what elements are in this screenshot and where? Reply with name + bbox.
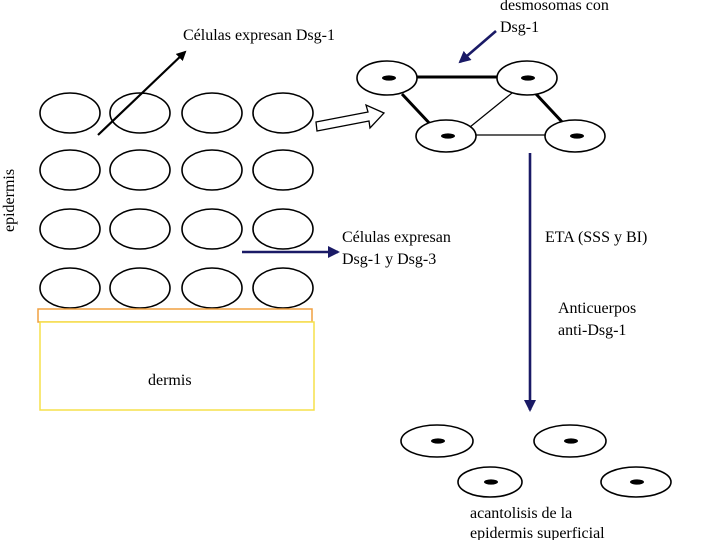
cell-nucleus (630, 479, 644, 485)
desmosome-link (469, 92, 513, 128)
cell-nucleus (484, 479, 498, 485)
cell-nucleus (570, 133, 584, 139)
epidermis-cell (181, 267, 243, 309)
epidermis-cell (181, 149, 243, 191)
acantholysis-label-line2: epidermis superficial (470, 525, 605, 540)
epidermis-cell (109, 92, 171, 134)
epidermis-cell (252, 267, 314, 309)
dsg1-expression-arrow (97, 50, 187, 136)
hollow-right-arrow (315, 103, 386, 132)
epidermis-cell (252, 149, 314, 191)
desmosome-network (356, 60, 606, 153)
cell-nucleus (521, 75, 535, 81)
basement-membrane (37, 308, 313, 323)
desmosomes-label-line2: Dsg-1 (500, 19, 539, 36)
epidermis-cell (109, 208, 171, 250)
antibodies-label-line1: Anticuerpos (558, 300, 636, 317)
cell-nucleus (382, 75, 396, 81)
epidermis-cell (252, 92, 314, 134)
epidermis-cell-grid (39, 92, 314, 309)
cells-dsg13-label-line2: Dsg-1 y Dsg-3 (342, 251, 436, 268)
epidermis-cell (109, 149, 171, 191)
cell-nucleus (441, 133, 455, 139)
desmosome-pointer-arrow (458, 30, 497, 64)
cell-nucleus (564, 438, 578, 444)
epidermis-cell (109, 267, 171, 309)
epidermis-cell (181, 208, 243, 250)
dermis-label: dermis (148, 372, 192, 389)
acantholysis-label-line1: acantolisis de la (470, 505, 572, 522)
desmosome-link (400, 92, 434, 128)
antibodies-label-line2: anti-Dsg-1 (558, 322, 626, 339)
epidermis-cell (39, 92, 101, 134)
desmosomes-label-line1: desmosomas con (500, 0, 609, 14)
dermis-box (39, 321, 315, 411)
cells-dsg1-label: Células expresan Dsg-1 (183, 27, 335, 44)
cells-dsg13-label-line1: Células expresan (342, 229, 451, 246)
epidermis-cell (39, 267, 101, 309)
epidermis-cell (181, 92, 243, 134)
eta-label: ETA (SSS y BI) (545, 229, 647, 246)
epidermis-cell (39, 149, 101, 191)
cell-nucleus (431, 438, 445, 444)
epidermis-cell (39, 208, 101, 250)
epidermis-label: epidermis (1, 169, 18, 232)
desmosome-link (534, 92, 566, 126)
epidermis-cell (252, 208, 314, 250)
acantholytic-cells (400, 424, 672, 498)
